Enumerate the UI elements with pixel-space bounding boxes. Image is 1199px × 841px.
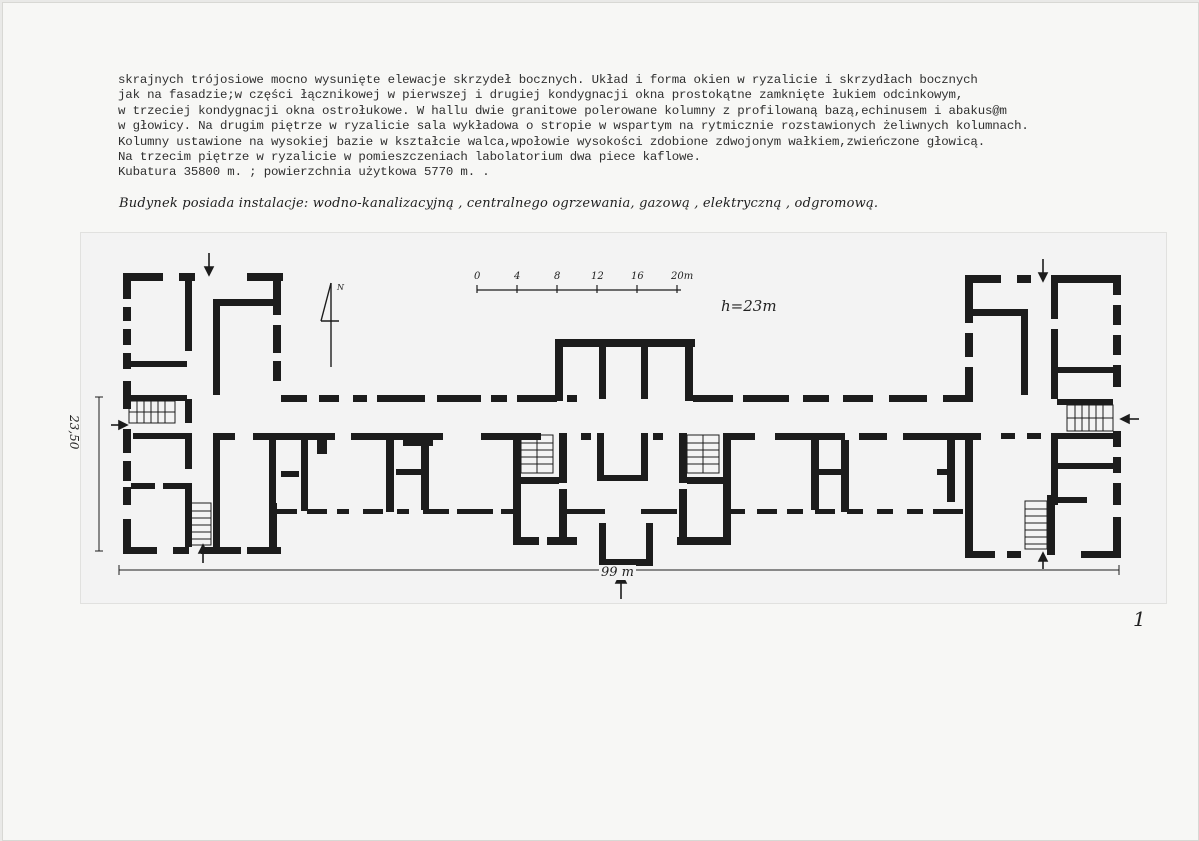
scale-label: 20m bbox=[671, 271, 694, 282]
text-line: Kolumny ustawione na wysokiej bazie w ks… bbox=[118, 134, 985, 149]
length-dimension-label: 99 m bbox=[599, 565, 637, 580]
text-line: Kubatura 35800 m. ; powierzchnia użytkow… bbox=[118, 165, 490, 180]
text-line: skrajnych trójosiowe mocno wysunięte ele… bbox=[118, 73, 978, 87]
text-line: Na trzecim piętrze w ryzalicie w pomiesz… bbox=[118, 150, 701, 165]
scale-bar bbox=[476, 285, 681, 293]
entrance-arrow-icon bbox=[111, 253, 1139, 599]
scale-label: 0 bbox=[474, 271, 481, 282]
height-label: h=23m bbox=[721, 297, 777, 315]
scale-label: 12 bbox=[591, 271, 604, 282]
typed-description: skrajnych trójosiowe mocno wysunięte ele… bbox=[118, 73, 1168, 181]
floor-plan: 0 4 8 12 16 20m h=23m N 23,50 99 m bbox=[67, 233, 1166, 603]
scale-label: 16 bbox=[631, 271, 644, 282]
scale-label: 8 bbox=[554, 271, 561, 282]
text-line: jak na fasadzie;w części łącznikowej w p… bbox=[118, 88, 964, 103]
handwritten-installations-note: Budynek posiada instalacje: wodno-kanali… bbox=[119, 196, 879, 211]
scale-label: 4 bbox=[514, 271, 521, 282]
north-label: N bbox=[337, 283, 344, 292]
north-arrow-icon bbox=[320, 282, 339, 367]
depth-dimension-label: 23,50 bbox=[67, 415, 81, 450]
floor-plan-drawing bbox=[95, 253, 1139, 599]
page-number: 1 bbox=[1133, 607, 1146, 631]
text-line: w głowicy. Na drugim piętrze w ryzalicie… bbox=[118, 119, 1029, 134]
text-line: w trzeciej kondygnacji okna ostrołukowe.… bbox=[118, 103, 1007, 118]
